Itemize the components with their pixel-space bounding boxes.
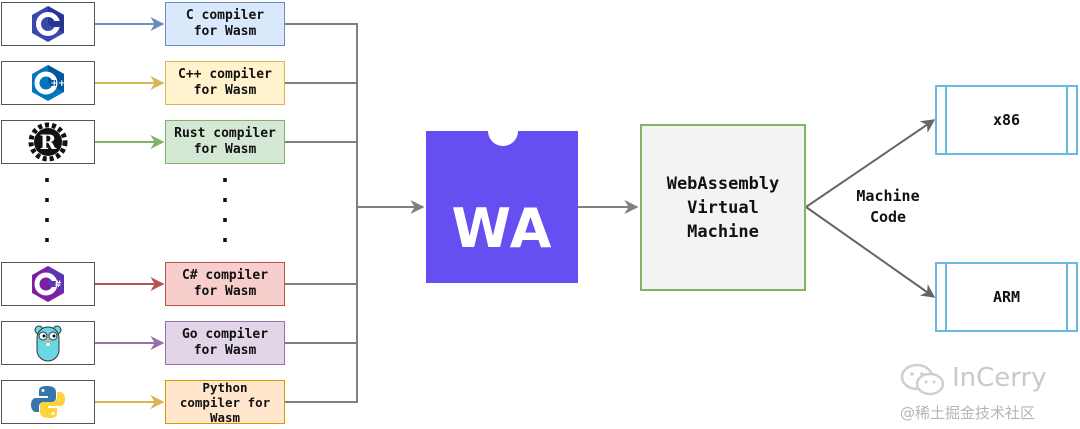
compiler-box-cpp: C++ compiler for Wasm: [165, 61, 285, 105]
svg-text:++: ++: [50, 79, 65, 89]
logo-column-ellipsis: . . . .: [40, 163, 54, 248]
logo-to-compiler-arrows: [95, 17, 165, 409]
compiler-box-c: C compiler for Wasm: [165, 2, 285, 46]
c-language-logo-icon: [32, 6, 64, 42]
logo-box-go: [1, 321, 95, 365]
compiler-box-csharp: C# compiler for Wasm: [165, 262, 285, 306]
webassembly-virtual-machine-box: WebAssembly Virtual Machine: [640, 124, 806, 291]
svg-text:#: #: [54, 280, 62, 290]
wechat-watermark-icon: [900, 363, 945, 396]
vm-to-arm-arrow: [805, 206, 936, 298]
logo-box-c: [1, 2, 95, 46]
target-box-x86: x86: [935, 85, 1078, 155]
watermark-brand: InCerry: [952, 363, 1047, 393]
compiler-box-rust: Rust compiler for Wasm: [165, 120, 285, 164]
python-language-logo-icon: [31, 386, 65, 418]
logo-box-python: [1, 380, 95, 424]
watermark-site: @稀土掘金技术社区: [900, 404, 1036, 422]
logo-box-rust: R: [1, 120, 95, 164]
compiler-bus-lines: [285, 23, 358, 403]
webassembly-logo-text: WA: [451, 197, 553, 260]
csharp-language-logo-icon: #: [32, 266, 64, 302]
go-gopher-logo-icon: [34, 325, 62, 362]
rust-language-logo-icon: R: [28, 122, 68, 162]
logo-box-cpp: ++: [1, 61, 95, 105]
target-box-arm: ARM: [935, 262, 1078, 332]
compiler-column-ellipsis: . . . .: [218, 163, 232, 248]
cpp-language-logo-icon: ++: [32, 65, 66, 101]
webassembly-logo-notch: [488, 131, 518, 146]
compiler-box-go: Go compiler for Wasm: [165, 321, 285, 365]
svg-text:R: R: [40, 130, 57, 154]
vm-to-x86-arrow: [805, 119, 936, 208]
logo-box-csharp: #: [1, 262, 95, 306]
webassembly-logo-icon: [426, 131, 578, 283]
compiler-box-python: Python compiler for Wasm: [165, 380, 285, 425]
machine-code-label: Machine Code: [856, 187, 920, 226]
